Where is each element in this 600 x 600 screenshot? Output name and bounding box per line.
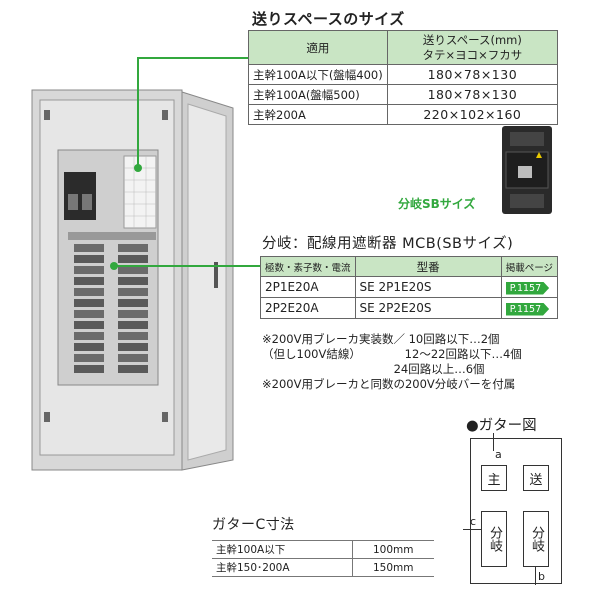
page-link[interactable]: P.1157	[505, 281, 550, 295]
table-row: 主幹150･200A 150mm	[212, 558, 434, 577]
apply-cell: 主幹200A	[248, 104, 388, 125]
label-b: b	[538, 570, 545, 583]
gutter-label-cell: 主幹100A以下	[212, 540, 352, 559]
branch-breaker-shape	[118, 266, 148, 274]
table-row: 2P1E20A SE 2P1E20S P.1157	[260, 276, 559, 298]
sb-breaker-photo	[502, 126, 552, 214]
distribution-panel-illustration	[31, 89, 234, 471]
model-cell: SE 2P2E20S	[354, 297, 502, 319]
header-page: 掲載ページ	[500, 256, 559, 277]
page-link[interactable]: P.1157	[505, 302, 550, 316]
header-model: 型番	[354, 256, 502, 277]
table-row: 2P2E20A SE 2P2E20S P.1157	[260, 297, 559, 319]
dims-cell: 180×78×130	[386, 64, 559, 85]
dim-line-b	[535, 567, 536, 585]
note-line: （但し100V結線） 12～22回路以下…4個	[262, 347, 522, 361]
header-poles: 極数・素子数・電流	[260, 256, 356, 277]
gutter-c-table: 主幹100A以下 100mm 主幹150･200A 150mm	[212, 540, 434, 577]
dim-line-c	[463, 529, 481, 530]
branch-breaker-shape	[74, 299, 104, 307]
branch-breaker-shape	[74, 332, 104, 340]
table-row: 主幹100A以下 100mm	[212, 540, 434, 559]
branch-breaker-shape	[74, 310, 104, 318]
label-c: c	[470, 515, 477, 528]
notes: ※200V用ブレーカ実装数／ 10回路以下…2個 （但し100V結線） 12～2…	[262, 332, 522, 392]
table-row: 主幹100A以下(盤幅400) 180×78×130	[248, 64, 559, 85]
branch-breaker-shape	[118, 365, 148, 373]
poles-cell: 2P2E20A	[260, 297, 356, 319]
box-main: 主	[481, 465, 507, 491]
sb-size-label: 分岐SBサイズ	[398, 197, 476, 211]
gutter-c-title: ガターC寸法	[212, 517, 295, 533]
header-space-line2: タテ×ヨコ×フカサ	[422, 47, 523, 62]
gutter-value-cell: 150mm	[351, 558, 434, 577]
branch-breaker-shape	[74, 288, 104, 296]
box-branch-right: 分岐	[523, 511, 549, 567]
breaker-section-title: 分岐：配線用遮断器 MCB(SBサイズ)	[262, 236, 514, 252]
branch-breaker-shape	[118, 255, 148, 263]
branch-breaker-shape	[74, 266, 104, 274]
header-apply: 適用	[248, 30, 388, 65]
box-branch-left: 分岐	[481, 511, 507, 567]
gutter-value-cell: 100mm	[351, 540, 434, 559]
apply-cell: 主幹100A以下(盤幅400)	[248, 64, 388, 85]
page-cell: P.1157	[500, 276, 559, 298]
branch-breaker-shape	[74, 277, 104, 285]
dims-cell: 180×78×130	[386, 84, 559, 105]
branch-breaker-shape	[118, 343, 148, 351]
breaker-table: 極数・素子数・電流 型番 掲載ページ 2P1E20A SE 2P1E20S P.…	[260, 256, 559, 319]
branch-breaker-shape	[118, 288, 148, 296]
header-space: 送りスペース(mm) タテ×ヨコ×フカサ	[386, 30, 559, 65]
branch-breaker-shape	[74, 244, 104, 252]
table-row: 主幹100A(盤幅500) 180×78×130	[248, 84, 559, 105]
branch-breaker-shape	[118, 277, 148, 285]
gutter-diagram-title: ●ガター図	[466, 418, 537, 434]
branch-breaker-shape	[74, 343, 104, 351]
model-cell: SE 2P1E20S	[354, 276, 502, 298]
branch-breaker-shape	[74, 255, 104, 263]
note-line: 24回路以上…6個	[262, 362, 485, 376]
note-line: ※200V用ブレーカ実装数／ 10回路以下…2個	[262, 332, 500, 346]
header-space-line1: 送りスペース(mm)	[422, 32, 522, 47]
branch-breaker-shape	[118, 244, 148, 252]
table-row: 主幹200A 220×102×160	[248, 104, 559, 125]
gutter-label-cell: 主幹150･200A	[212, 558, 352, 577]
label-a: a	[495, 448, 502, 461]
branch-breaker-shape	[74, 354, 104, 362]
space-section-title: 送りスペースのサイズ	[252, 10, 405, 28]
branch-breaker-shape	[118, 310, 148, 318]
dim-line-a	[493, 433, 494, 451]
apply-cell: 主幹100A(盤幅500)	[248, 84, 388, 105]
branch-breaker-shape	[74, 321, 104, 329]
gutter-diagram: a 主 送 c 分岐 分岐 b	[463, 433, 562, 585]
box-send: 送	[523, 465, 549, 491]
space-size-table: 適用 送りスペース(mm) タテ×ヨコ×フカサ 主幹100A以下(盤幅400) …	[248, 30, 559, 125]
page-cell: P.1157	[500, 297, 559, 319]
branch-breaker-shape	[118, 321, 148, 329]
note-line: ※200V用ブレーカと同数の200V分岐バーを付属	[262, 377, 516, 391]
branch-breaker-shape	[118, 299, 148, 307]
branch-breaker-shape	[74, 365, 104, 373]
branch-breaker-shape	[118, 332, 148, 340]
poles-cell: 2P1E20A	[260, 276, 356, 298]
dims-cell: 220×102×160	[386, 104, 559, 125]
branch-breaker-shape	[118, 354, 148, 362]
